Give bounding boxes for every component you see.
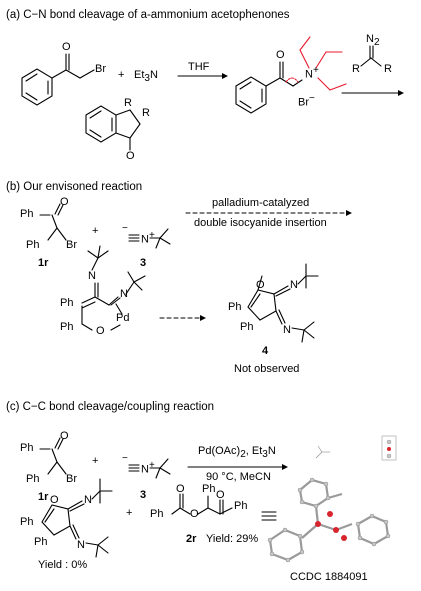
phenacyl-bromide-structure — [21, 53, 95, 106]
indanone-oxygen-label: O — [126, 150, 135, 162]
substrate-1r-c-structure — [39, 437, 67, 475]
b-ph2-label: Ph — [26, 239, 40, 251]
c-oxygen-label: O — [60, 430, 69, 442]
plus-a: + — [118, 69, 125, 81]
ccdc-label: CCDC 1884091 — [290, 571, 368, 583]
ester-o1-label: O — [176, 483, 185, 495]
int-pd-label: Pd — [116, 312, 130, 324]
label-2r: 2r — [186, 533, 197, 545]
sm-bromine-label: Br — [95, 63, 106, 75]
diazo-n2-label: N2 — [366, 33, 380, 49]
b-ph1-label: Ph — [20, 208, 34, 220]
et3n-reagent: Et3N — [134, 69, 158, 85]
int-oxygen-label: O — [96, 325, 105, 337]
ester-ph1-label: Ph — [150, 508, 164, 520]
indanone-r2-label: R — [142, 107, 150, 119]
ammonium-ethyl-groups — [285, 36, 347, 91]
b-condition-line1: palladium-catalyzed — [212, 197, 310, 209]
c-label-1r: 1r — [38, 491, 49, 503]
yield-0-label: Yield : 0% — [38, 559, 88, 571]
int-ph2-label: Ph — [60, 321, 74, 333]
p4-oxygen-label: O — [256, 279, 265, 291]
cf-ph2-label: Ph — [34, 536, 48, 548]
indanone-structure — [85, 105, 141, 151]
int-n2-label: N — [120, 288, 128, 300]
ester-ph3-label: Ph — [234, 500, 248, 512]
diazo-r1-label: R — [352, 63, 360, 75]
p4-n1-label: N — [290, 279, 298, 291]
bromide-anion-label: Br− — [298, 93, 315, 109]
substrate-1r-b-structure — [39, 203, 67, 241]
section-c-header: (c) C−C bond cleavage/coupling reaction — [6, 401, 215, 413]
p4-ph2-label: Ph — [240, 321, 254, 333]
c-condition-line2: 90 °C, MeCN — [206, 471, 271, 483]
c-ph2-label: Ph — [26, 473, 40, 485]
ester-ph2-label: Ph — [202, 483, 216, 495]
c-condition-line1: Pd(OAc)2, Et3N — [198, 445, 276, 461]
int-ph1-label: Ph — [60, 297, 74, 309]
section-a-header: (a) C−N bond cleavage of a-ammonium acet… — [6, 9, 290, 21]
condition-thf: THF — [188, 61, 210, 73]
b-oxygen-label: O — [60, 196, 69, 208]
cf-n1-label: N — [84, 494, 92, 506]
ester-o2-label: O — [190, 508, 199, 520]
ester-2r-structure — [171, 493, 233, 515]
diazo-structure — [360, 45, 382, 67]
p4-label-4: 4 — [262, 345, 269, 357]
isocyanide-c-structure — [128, 458, 171, 479]
c-isocyanide-n: N+ — [141, 460, 155, 476]
p4-n2-label: N — [283, 324, 291, 336]
c-ph1-label: Ph — [20, 442, 34, 454]
product-oxygen-label: O — [276, 49, 285, 61]
b-isocyanide-n: N+ — [141, 230, 155, 246]
b-isocyanide-minus: − — [122, 223, 128, 234]
int-n1-label: N — [88, 270, 96, 282]
equivalence-sign — [261, 511, 277, 521]
ammonium-salt-structure — [235, 61, 303, 114]
not-observed-label: Not observed — [234, 363, 300, 375]
product-furan-c-structure — [41, 478, 113, 558]
b-plus: + — [92, 225, 99, 237]
cf-oxygen-label: O — [50, 494, 59, 506]
crystal-structure-image — [267, 435, 397, 563]
diazo-r2-label: R — [384, 63, 392, 75]
c-label-3: 3 — [140, 489, 147, 501]
cf-n2-label: N — [77, 539, 85, 551]
ammonium-n-label: N+ — [305, 65, 319, 81]
c-isocyanide-minus: − — [122, 453, 128, 464]
c-plus2: + — [126, 507, 133, 519]
ester-o3-label: O — [216, 489, 225, 501]
b-label-3: 3 — [140, 257, 147, 269]
b-label-1r: 1r — [38, 257, 49, 269]
c-plus: + — [92, 455, 99, 467]
indanone-r1-label: R — [124, 97, 132, 109]
product-4-structure — [247, 263, 319, 343]
b-condition-line2: double isocyanide insertion — [194, 217, 327, 229]
yield-29-label: Yield: 29% — [206, 533, 259, 545]
p4-ph1-label: Ph — [228, 301, 242, 313]
sm-oxygen-label: O — [62, 41, 71, 53]
palladacycle-structure — [81, 245, 146, 331]
c-bromine-label: Br — [66, 473, 77, 485]
b-bromine-label: Br — [66, 239, 77, 251]
cf-ph1-label: Ph — [20, 516, 34, 528]
isocyanide-b-structure — [128, 228, 171, 249]
section-b-header: (b) Our envisoned reaction — [6, 181, 143, 193]
